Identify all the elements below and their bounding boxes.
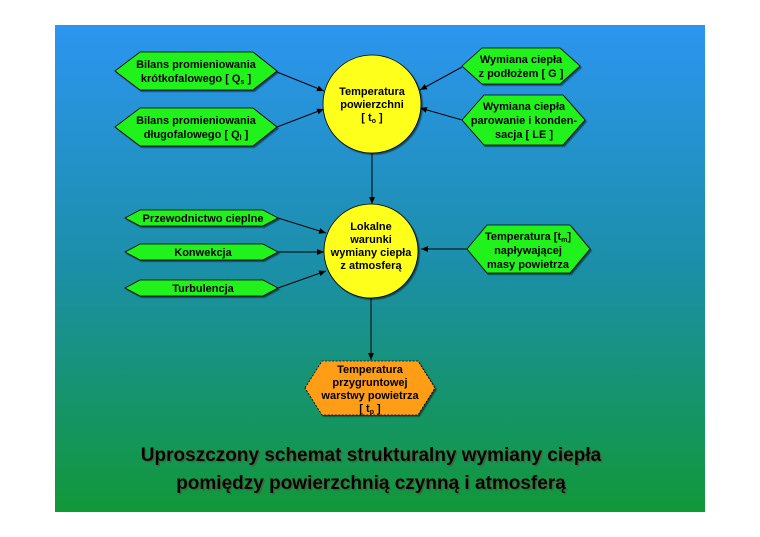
- node-label: Lokalne: [350, 221, 392, 233]
- node-label: z podłożem [ G ]: [479, 68, 564, 80]
- node-label: Wymiana ciepła: [480, 54, 563, 66]
- arrow-g: [419, 66, 463, 91]
- node-label: przygruntowej: [332, 377, 407, 389]
- node-latent-heat: Wymiana ciepła parowanie i konden- sacja…: [461, 94, 586, 146]
- node-label: z atmosferą: [340, 260, 402, 272]
- node-label: parowanie i konden-: [471, 115, 578, 127]
- node-near-ground-air-temperature: Temperatura przygruntowej warstwy powiet…: [304, 360, 436, 416]
- node-turbulence: Turbulencja: [124, 279, 279, 297]
- arrows: [276, 66, 467, 360]
- node-label: warstwy powietrza: [320, 390, 419, 402]
- node-label: Turbulencja: [172, 283, 234, 295]
- node-label: [ tp ]: [359, 403, 381, 416]
- node-label: Przewodnictwo cieplne: [142, 213, 263, 225]
- node-label: powierzchni: [340, 99, 404, 111]
- node-label: długofalowego [ Ql ]: [144, 129, 249, 142]
- node-label: Wymiana ciepła: [483, 101, 566, 113]
- node-label: Temperatura [tm]: [485, 231, 571, 244]
- node-label: [ to ]: [361, 112, 383, 125]
- caption: Uproszczony schemat strukturalny wymiany…: [141, 445, 602, 494]
- node-shortwave-balance: Bilans promieniowania krótkofalowego [ Q…: [114, 51, 278, 91]
- node-convection: Konwekcja: [124, 243, 279, 261]
- caption-line2: pomiędzy powierzchnią czynną i atmosferą: [176, 473, 566, 494]
- node-ground-heat: Wymiana ciepła z podłożem [ G ]: [461, 47, 581, 85]
- arrow-ql: [276, 108, 325, 128]
- node-label: Temperatura: [339, 86, 406, 98]
- node-label: Bilans promieniowania: [136, 115, 257, 127]
- node-label: sacja [ LE ]: [495, 129, 553, 141]
- node-label: wymiany ciepła: [330, 247, 413, 259]
- node-local-exchange: Lokalne warunki wymiany ciepła z atmosfe…: [323, 203, 419, 299]
- node-surface-temperature: Temperatura powierzchni [ to ]: [322, 54, 422, 154]
- arrow-qs: [276, 71, 325, 92]
- node-label: masy powietrza: [487, 259, 570, 271]
- node-longwave-balance: Bilans promieniowania długofalowego [ Ql…: [114, 107, 278, 147]
- node-label: warunki: [349, 234, 392, 246]
- arrow-turbulence: [277, 270, 327, 289]
- caption-line1: Uproszczony schemat strukturalny wymiany…: [141, 445, 602, 466]
- node-label: Temperatura: [337, 364, 404, 376]
- arrow-le: [419, 107, 463, 121]
- node-airmass-temperature: Temperatura [tm] napływającej masy powie…: [466, 224, 591, 274]
- node-label: Konwekcja: [174, 247, 232, 259]
- arrow-conduction: [277, 217, 327, 234]
- node-label: krótkofalowego [ Qs ]: [141, 73, 252, 86]
- node-conduction: Przewodnictwo cieplne: [124, 209, 279, 227]
- node-label: Bilans promieniowania: [136, 59, 257, 71]
- node-label: napływającej: [494, 245, 562, 257]
